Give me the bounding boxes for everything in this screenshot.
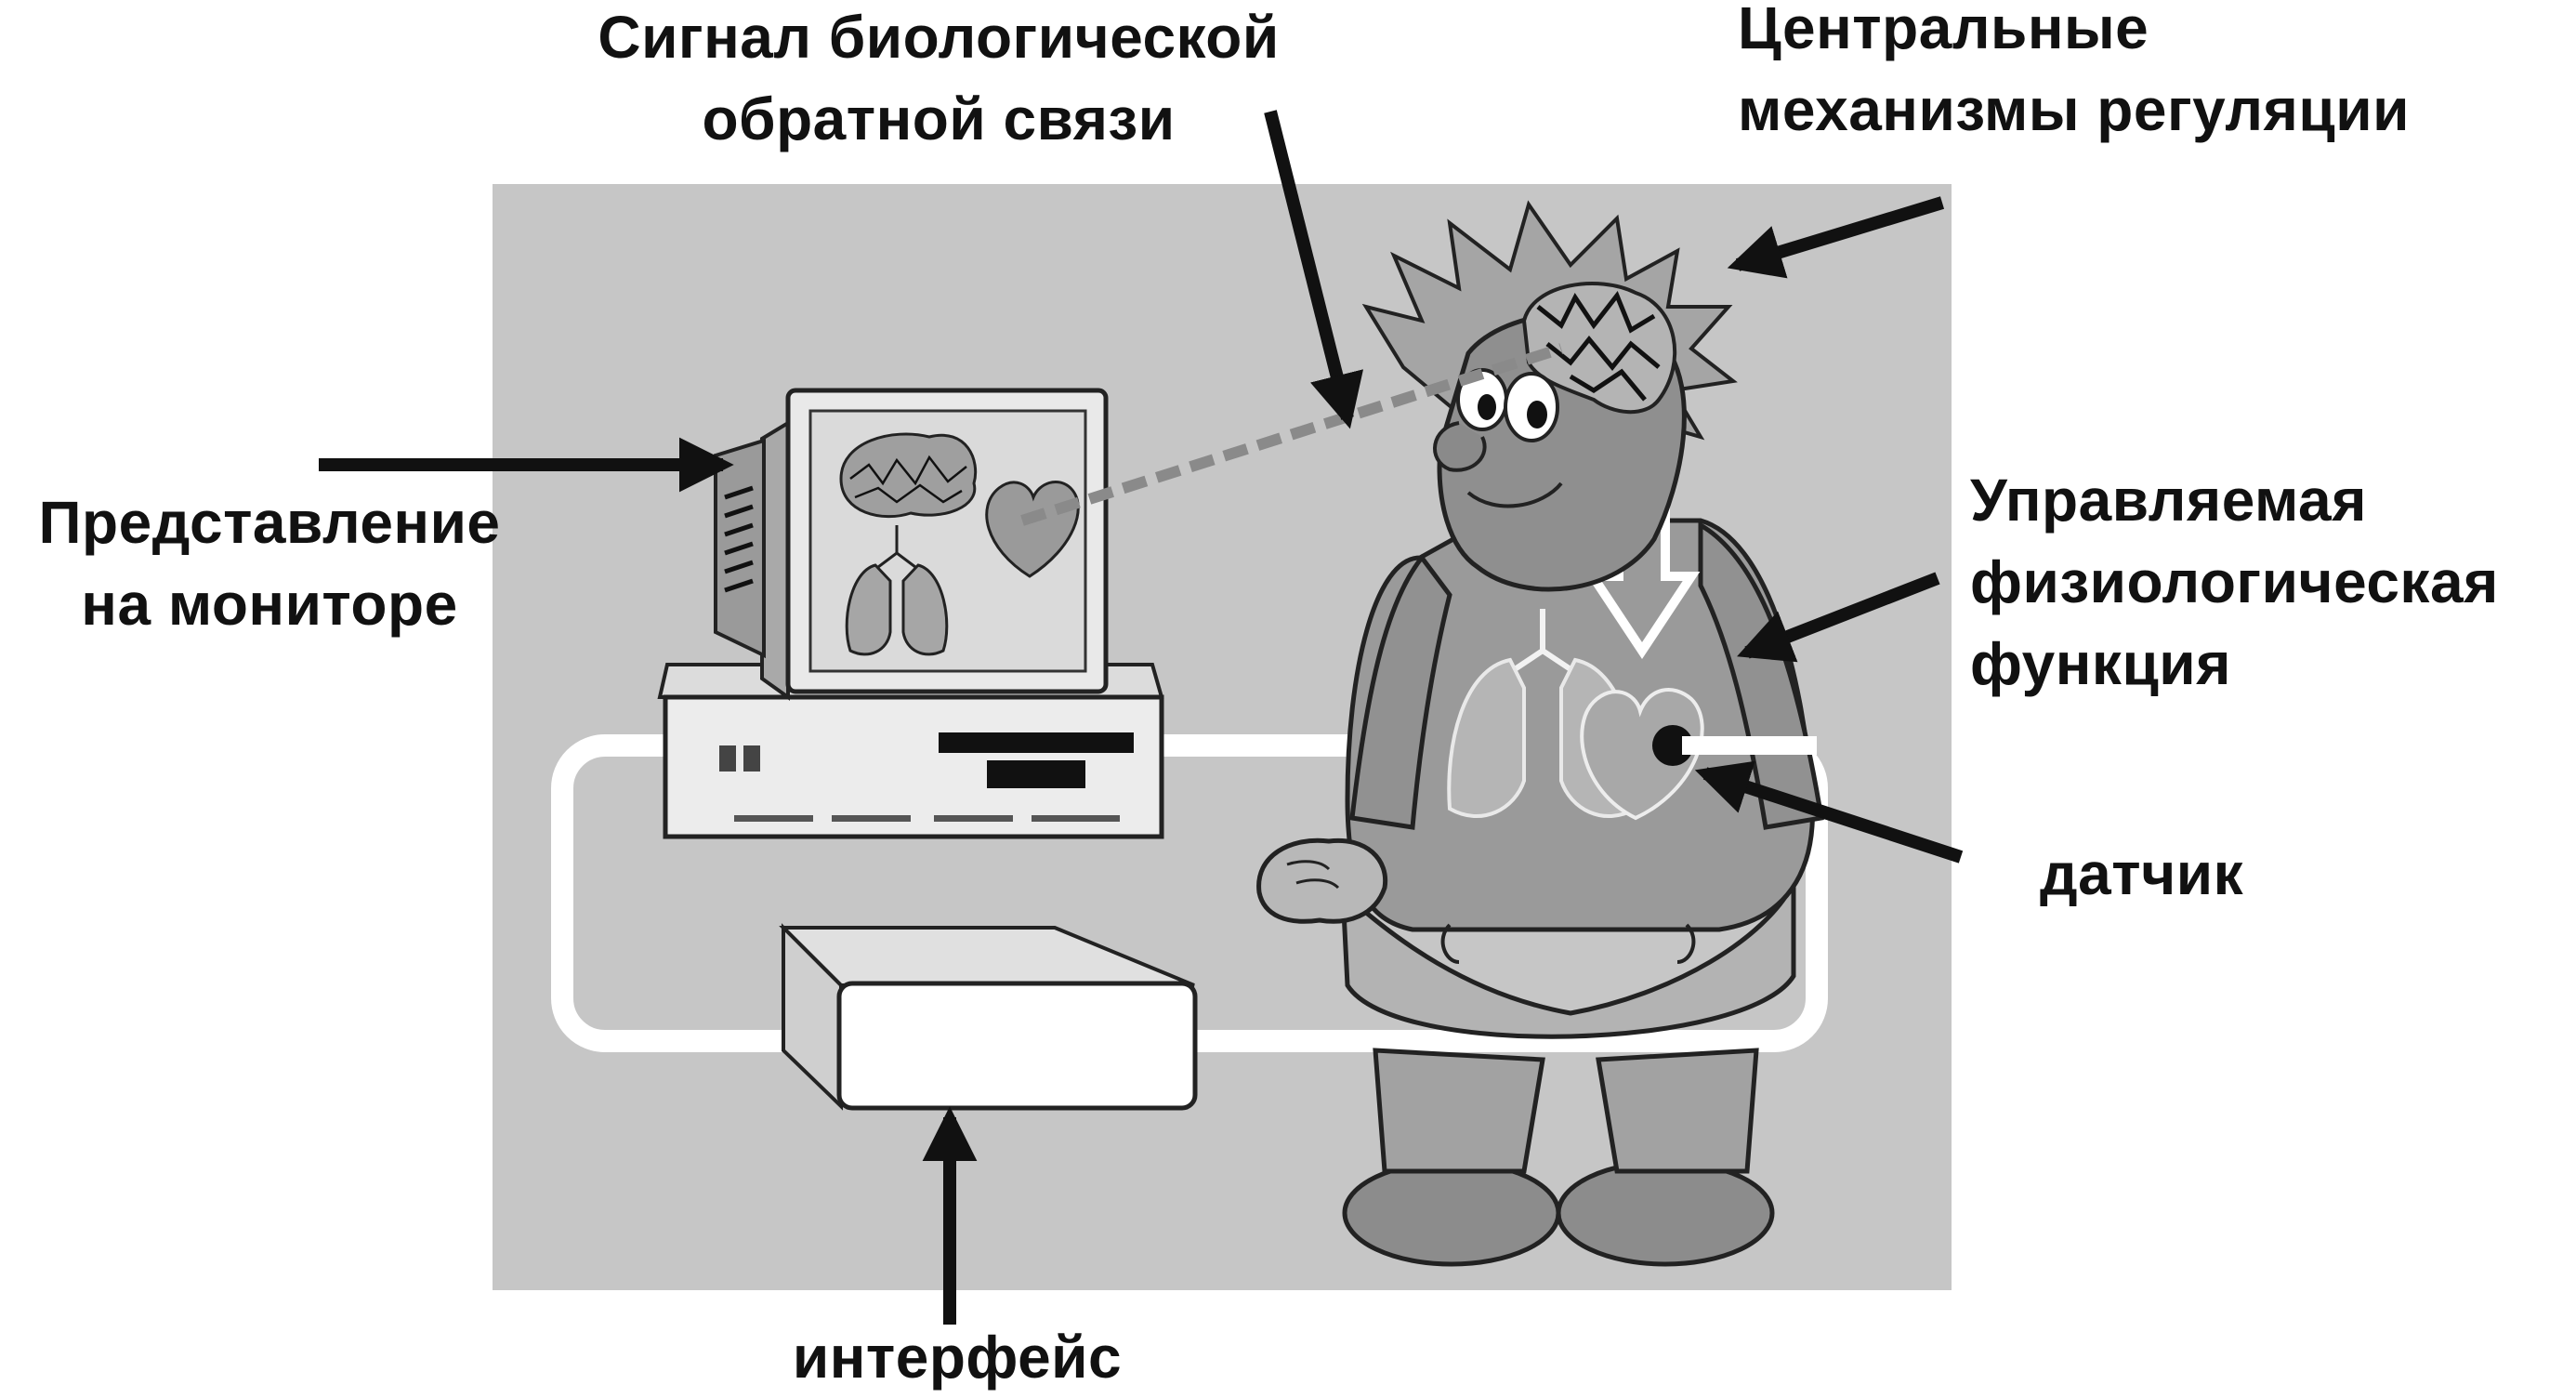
label-interface: интерфейс (792, 1324, 1123, 1391)
sensor-cable (1682, 736, 1817, 755)
head (1361, 200, 1738, 592)
label-monitor-view: Представление на мониторе (38, 489, 501, 638)
arrow-to-signal (1264, 110, 1364, 429)
computer (657, 388, 1164, 839)
biofeedback-signal-line (1020, 343, 1563, 526)
arrow-to-central (1727, 196, 1945, 279)
monitor (714, 388, 1109, 701)
arrow-to-sensor (1694, 760, 1964, 864)
label-sensor: датчик (2040, 840, 2244, 907)
label-signal: Сигнал биологической обратной связи (598, 4, 1280, 152)
right-foot (1556, 1159, 1775, 1267)
left-foot (1342, 1159, 1561, 1267)
arrow-to-function (1737, 572, 1940, 663)
interface-box (779, 923, 1198, 1111)
label-central-mechanisms: Центральные механизмы регуляции (1738, 0, 2410, 143)
label-controlled-function: Управляемая физиологическая функция (1970, 467, 2499, 697)
sensor-dot (1652, 725, 1693, 766)
person-figure (1256, 200, 1824, 1267)
